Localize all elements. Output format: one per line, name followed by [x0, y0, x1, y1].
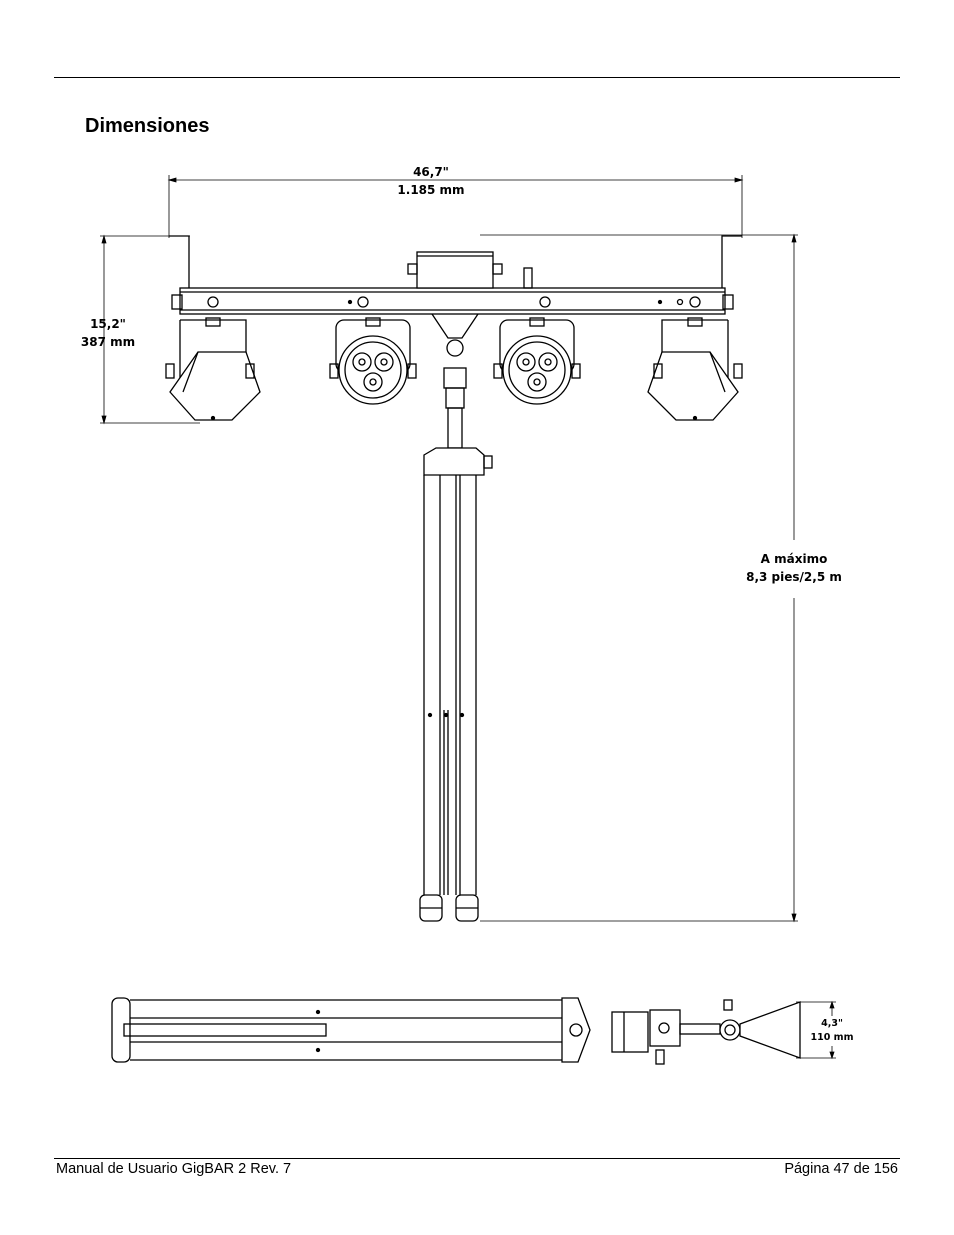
- page-title: Dimensiones: [85, 115, 210, 137]
- height-mm: 387 mm: [80, 335, 136, 349]
- footer-page-number: Página 47 de 156: [784, 1161, 898, 1177]
- depth-dimension-line: [796, 1000, 836, 1060]
- footer-manual-title: Manual de Usuario GigBAR 2 Rev. 7: [56, 1161, 292, 1177]
- center-mount: [431, 313, 479, 449]
- max-height-caption: A máximo: [760, 552, 828, 566]
- depth-inches: 4,3": [821, 1018, 843, 1029]
- depth-dimension-label: 4,3" 110 mm: [802, 1017, 862, 1045]
- right-light: [647, 317, 743, 421]
- width-dimension-label: 46,7" 1.185 mm: [381, 163, 481, 199]
- width-mm: 1.185 mm: [397, 183, 465, 197]
- tripod-stand: [419, 447, 493, 922]
- control-box: [407, 251, 533, 289]
- left-par-light: [329, 317, 417, 405]
- depth-mm: 110 mm: [810, 1032, 854, 1043]
- max-height-dimension-line: [480, 233, 798, 923]
- right-par-light: [493, 317, 581, 405]
- height-dimension-label: 15,2" 387 mm: [70, 315, 146, 351]
- left-light: [165, 317, 261, 421]
- bar-bracket: [169, 235, 742, 315]
- width-inches: 46,7": [413, 165, 449, 179]
- max-height-label: A máximo 8,3 pies/2,5 m: [734, 550, 854, 586]
- height-dimension-line: [100, 234, 200, 425]
- width-dimension-line: [167, 175, 744, 238]
- height-inches: 15,2": [90, 317, 126, 331]
- max-height-value: 8,3 pies/2,5 m: [746, 570, 842, 584]
- folded-view: [111, 997, 801, 1065]
- footer-rule: [54, 1158, 900, 1159]
- header-rule: [54, 77, 900, 78]
